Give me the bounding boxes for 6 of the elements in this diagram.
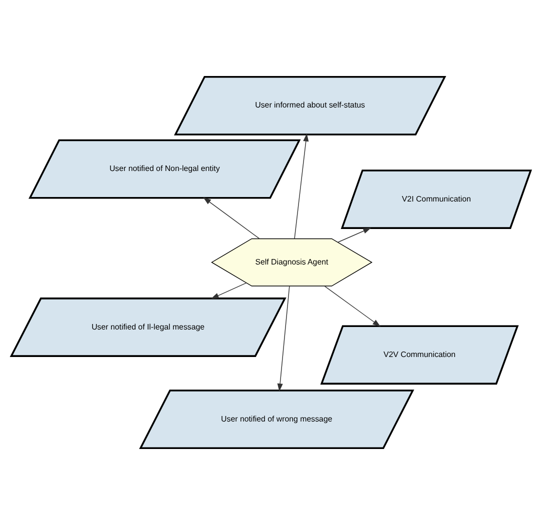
arrow [277,286,290,392]
arrow [324,286,381,327]
arrow [294,133,309,239]
arrow [338,228,372,243]
arrow [210,282,247,299]
arrow [203,197,260,240]
